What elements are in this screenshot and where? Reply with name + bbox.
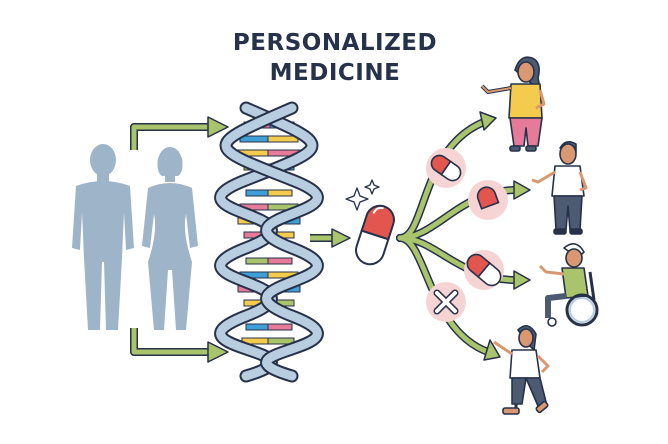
arrow-to-dna-bottom [130, 328, 229, 363]
title-line-1: PERSONALIZED [232, 30, 438, 56]
pill-half-icon [468, 180, 508, 220]
arrow-to-dna-top [130, 116, 229, 150]
title-line-2: MEDICINE [269, 60, 401, 86]
male-silhouette-icon [72, 144, 134, 330]
man-standing-icon [531, 140, 588, 235]
woman-standing-icon [480, 56, 546, 152]
person-with-prosthetic-icon [493, 325, 550, 415]
capsule-icon [355, 204, 395, 266]
reject-cross-icon [426, 282, 466, 322]
wheelchair-user-icon [538, 243, 599, 327]
capsule-option-icon [426, 148, 466, 188]
capsule-option-icon [464, 250, 504, 290]
sparkle-icon [345, 179, 380, 211]
female-silhouette-icon [142, 147, 198, 330]
arrow-to-medicine [310, 228, 351, 248]
dna-helix-icon [214, 101, 324, 383]
